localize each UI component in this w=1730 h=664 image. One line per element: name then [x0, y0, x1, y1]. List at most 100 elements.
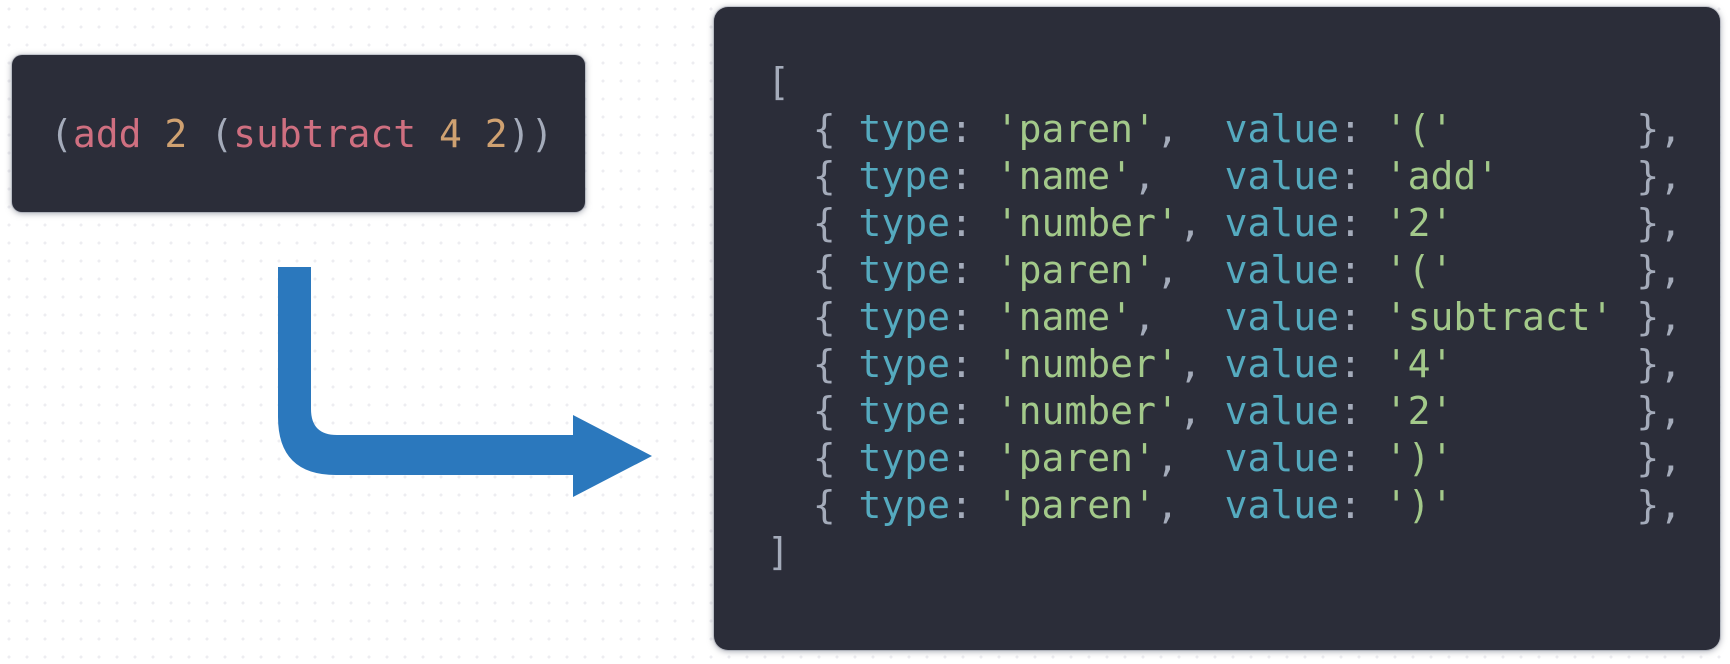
code-token-punct: :	[1338, 201, 1385, 245]
code-token-punct: ]	[767, 530, 790, 574]
code-token-punct	[1453, 389, 1636, 433]
code-token-string: '4'	[1384, 342, 1454, 386]
code-token-punct: :	[950, 483, 996, 527]
token-array-line: ]	[767, 529, 1720, 576]
code-token-punct: ,	[1178, 201, 1225, 245]
code-token-punct: {	[767, 154, 859, 198]
code-token-number: 4	[439, 111, 462, 156]
code-token-string: ')'	[1384, 483, 1454, 527]
code-token-punct	[142, 112, 165, 156]
code-token-key: type	[858, 436, 951, 480]
code-token-punct: ,	[1155, 248, 1225, 292]
code-token-key: value	[1224, 201, 1339, 245]
token-array-line: { type: 'name', value: 'subtract' },	[767, 294, 1720, 341]
code-token-key: value	[1224, 342, 1339, 386]
source-code-line: (add 2 (subtract 4 2))	[50, 112, 553, 156]
code-token-number: 2	[164, 111, 188, 156]
code-token-punct	[416, 112, 439, 156]
code-token-punct: :	[950, 295, 996, 339]
code-token-punct: ))	[507, 111, 554, 156]
code-token-punct: {	[767, 436, 859, 480]
token-array-line: { type: 'number', value: '4' },	[767, 341, 1720, 388]
code-token-string: 'paren'	[995, 483, 1156, 527]
code-token-string: ')'	[1384, 436, 1454, 480]
code-token-punct: [	[767, 60, 790, 104]
code-token-punct: :	[950, 107, 996, 151]
token-array-line: { type: 'paren', value: '(' },	[767, 106, 1720, 153]
token-array-line: { type: 'paren', value: '(' },	[767, 247, 1720, 294]
code-token-key: type	[858, 107, 951, 151]
code-token-string: '('	[1384, 248, 1454, 292]
code-token-string: 'paren'	[995, 436, 1156, 480]
code-token-punct	[1453, 107, 1636, 151]
code-token-punct: :	[1338, 389, 1385, 433]
code-token-string: 'name'	[995, 154, 1134, 198]
code-token-punct: ,	[1155, 107, 1225, 151]
token-array-line: [	[767, 59, 1720, 106]
code-token-punct: {	[767, 201, 859, 245]
code-token-punct: (	[210, 111, 234, 156]
code-token-punct: :	[1338, 248, 1385, 292]
code-token-punct: (	[50, 111, 73, 156]
code-token-punct	[1614, 295, 1637, 339]
code-token-key: type	[858, 201, 951, 245]
code-token-string: 'name'	[995, 295, 1134, 339]
tokens-code-block: [ { type: 'paren', value: '(' }, { type:…	[767, 59, 1720, 576]
code-token-string: 'subtract'	[1384, 295, 1614, 339]
code-token-punct: },	[1636, 295, 1683, 339]
code-token-punct: :	[1338, 107, 1385, 151]
code-token-string: '2'	[1384, 201, 1454, 245]
code-token-punct: {	[767, 342, 859, 386]
code-token-punct: {	[767, 295, 859, 339]
code-token-string: 'number'	[995, 201, 1179, 245]
code-token-key: type	[858, 295, 951, 339]
code-token-punct	[1453, 248, 1636, 292]
code-token-string: 'number'	[995, 389, 1179, 433]
code-token-name: subtract	[233, 111, 417, 156]
code-token-string: '2'	[1384, 389, 1454, 433]
code-token-key: value	[1224, 107, 1339, 151]
code-token-punct: },	[1636, 342, 1683, 386]
code-token-string: 'add'	[1384, 154, 1500, 198]
token-array-line: { type: 'number', value: '2' },	[767, 388, 1720, 435]
code-token-key: value	[1224, 483, 1339, 527]
code-token-name: add	[72, 111, 142, 156]
token-array-line: { type: 'name', value: 'add' },	[767, 153, 1720, 200]
token-array-line: { type: 'number', value: '2' },	[767, 200, 1720, 247]
code-token-key: type	[858, 248, 951, 292]
code-token-punct: :	[1338, 483, 1385, 527]
code-token-key: type	[858, 483, 951, 527]
code-token-punct	[1453, 342, 1636, 386]
code-token-key: value	[1224, 248, 1339, 292]
code-token-punct: ,	[1155, 483, 1225, 527]
code-token-punct: ,	[1133, 295, 1225, 339]
code-token-punct: ,	[1178, 342, 1225, 386]
code-token-key: value	[1224, 389, 1339, 433]
code-token-punct	[187, 112, 210, 156]
code-token-punct: {	[767, 483, 859, 527]
code-token-punct: {	[767, 107, 859, 151]
tokens-output-panel: [ { type: 'paren', value: '(' }, { type:…	[714, 7, 1720, 650]
code-token-punct: ,	[1133, 154, 1225, 198]
code-token-key: value	[1224, 295, 1339, 339]
code-token-punct: },	[1636, 483, 1683, 527]
code-token-punct	[1453, 436, 1636, 480]
code-token-punct: },	[1636, 248, 1683, 292]
source-expression-panel: (add 2 (subtract 4 2))	[12, 55, 585, 212]
code-token-punct	[1453, 483, 1636, 527]
code-token-key: value	[1224, 154, 1339, 198]
code-token-punct: :	[950, 389, 996, 433]
code-token-punct: :	[1338, 436, 1385, 480]
code-token-punct: :	[950, 342, 996, 386]
code-token-punct: },	[1636, 436, 1683, 480]
code-token-punct	[1453, 201, 1636, 245]
code-token-punct: },	[1636, 107, 1683, 151]
code-token-punct: :	[1338, 342, 1385, 386]
code-token-punct: :	[950, 436, 996, 480]
code-token-punct	[462, 112, 485, 156]
token-array-line: { type: 'paren', value: ')' },	[767, 435, 1720, 482]
code-token-punct: :	[950, 248, 996, 292]
code-token-punct: :	[950, 201, 996, 245]
code-token-string: '('	[1384, 107, 1454, 151]
code-token-key: type	[858, 389, 951, 433]
